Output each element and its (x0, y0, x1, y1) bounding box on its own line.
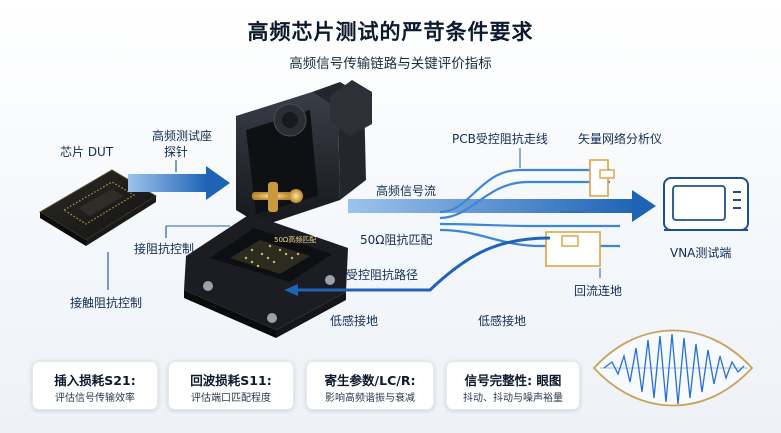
vna-port-fixtures (545, 159, 615, 267)
socket-marking: 50Ω高频匹配 (274, 235, 316, 244)
metric-card-eye: 信号完整性: 眼图 抖动、抖动与噪声裕量 (446, 361, 580, 410)
socket-label-1: 高频测试座 (152, 129, 213, 143)
page-subtitle: 高频信号传输链路与关键评价指标 (289, 56, 492, 72)
eye-diagram (592, 329, 754, 407)
metric-card-heading: 寄生参数/LC/R: (324, 373, 416, 388)
metric-card-s11: 回波损耗S11: 评估端口匹配程度 (168, 361, 294, 410)
socket-label-2: 探针 (164, 145, 189, 159)
metric-card-desc: 影响高频谐振与衰减 (325, 393, 415, 404)
metric-card-desc: 评估端口匹配程度 (191, 393, 271, 404)
dut-label: 芯片 DUT (60, 145, 114, 159)
pcb-leaders (519, 148, 601, 278)
metric-card-heading: 插入损耗S21: (54, 373, 136, 388)
signal-flow-arrow (348, 190, 656, 222)
test-socket (184, 80, 372, 338)
metric-card-parasitic: 寄生参数/LC/R: 影响高频谐振与衰减 (306, 361, 434, 410)
low-inductance-ground-label-1: 低感接地 (330, 314, 379, 328)
contact-impedance-label-2: 接阻抗控制 (134, 242, 195, 256)
metric-card-s21: 插入损耗S21: 评估信号传输效率 (32, 361, 158, 410)
metric-card-desc: 抖动、抖动与噪声裕量 (463, 393, 563, 404)
metric-card-desc: 评估信号传输效率 (55, 393, 135, 404)
return-path-arrow (284, 236, 551, 296)
signal-flow-label: 高频信号流 (376, 184, 437, 198)
pcb-traces (439, 168, 620, 248)
low-inductance-ground-label-2: 低感接地 (478, 314, 527, 328)
metric-card-heading: 回波损耗S11: (190, 373, 272, 388)
page-title: 高频芯片测试的严苛条件要求 (247, 20, 534, 44)
return-path-label: 受控阻抗路径 (346, 268, 419, 282)
metric-card-heading: 信号完整性: 眼图 (464, 373, 562, 388)
dut-chip (39, 169, 157, 246)
vna-icon (663, 177, 749, 231)
vna-port-label: VNA测试端 (670, 246, 732, 260)
pcb-trace-label: PCB受控阻抗走线 (452, 132, 548, 146)
return-ground-label: 回流连地 (574, 284, 623, 298)
impedance-match-label: 50Ω阻抗匹配 (360, 233, 433, 247)
vna-label: 矢量网络分析仪 (578, 132, 663, 146)
dut-to-socket-arrow (128, 166, 230, 200)
contact-impedance-label: 接触阻抗控制 (70, 296, 143, 310)
